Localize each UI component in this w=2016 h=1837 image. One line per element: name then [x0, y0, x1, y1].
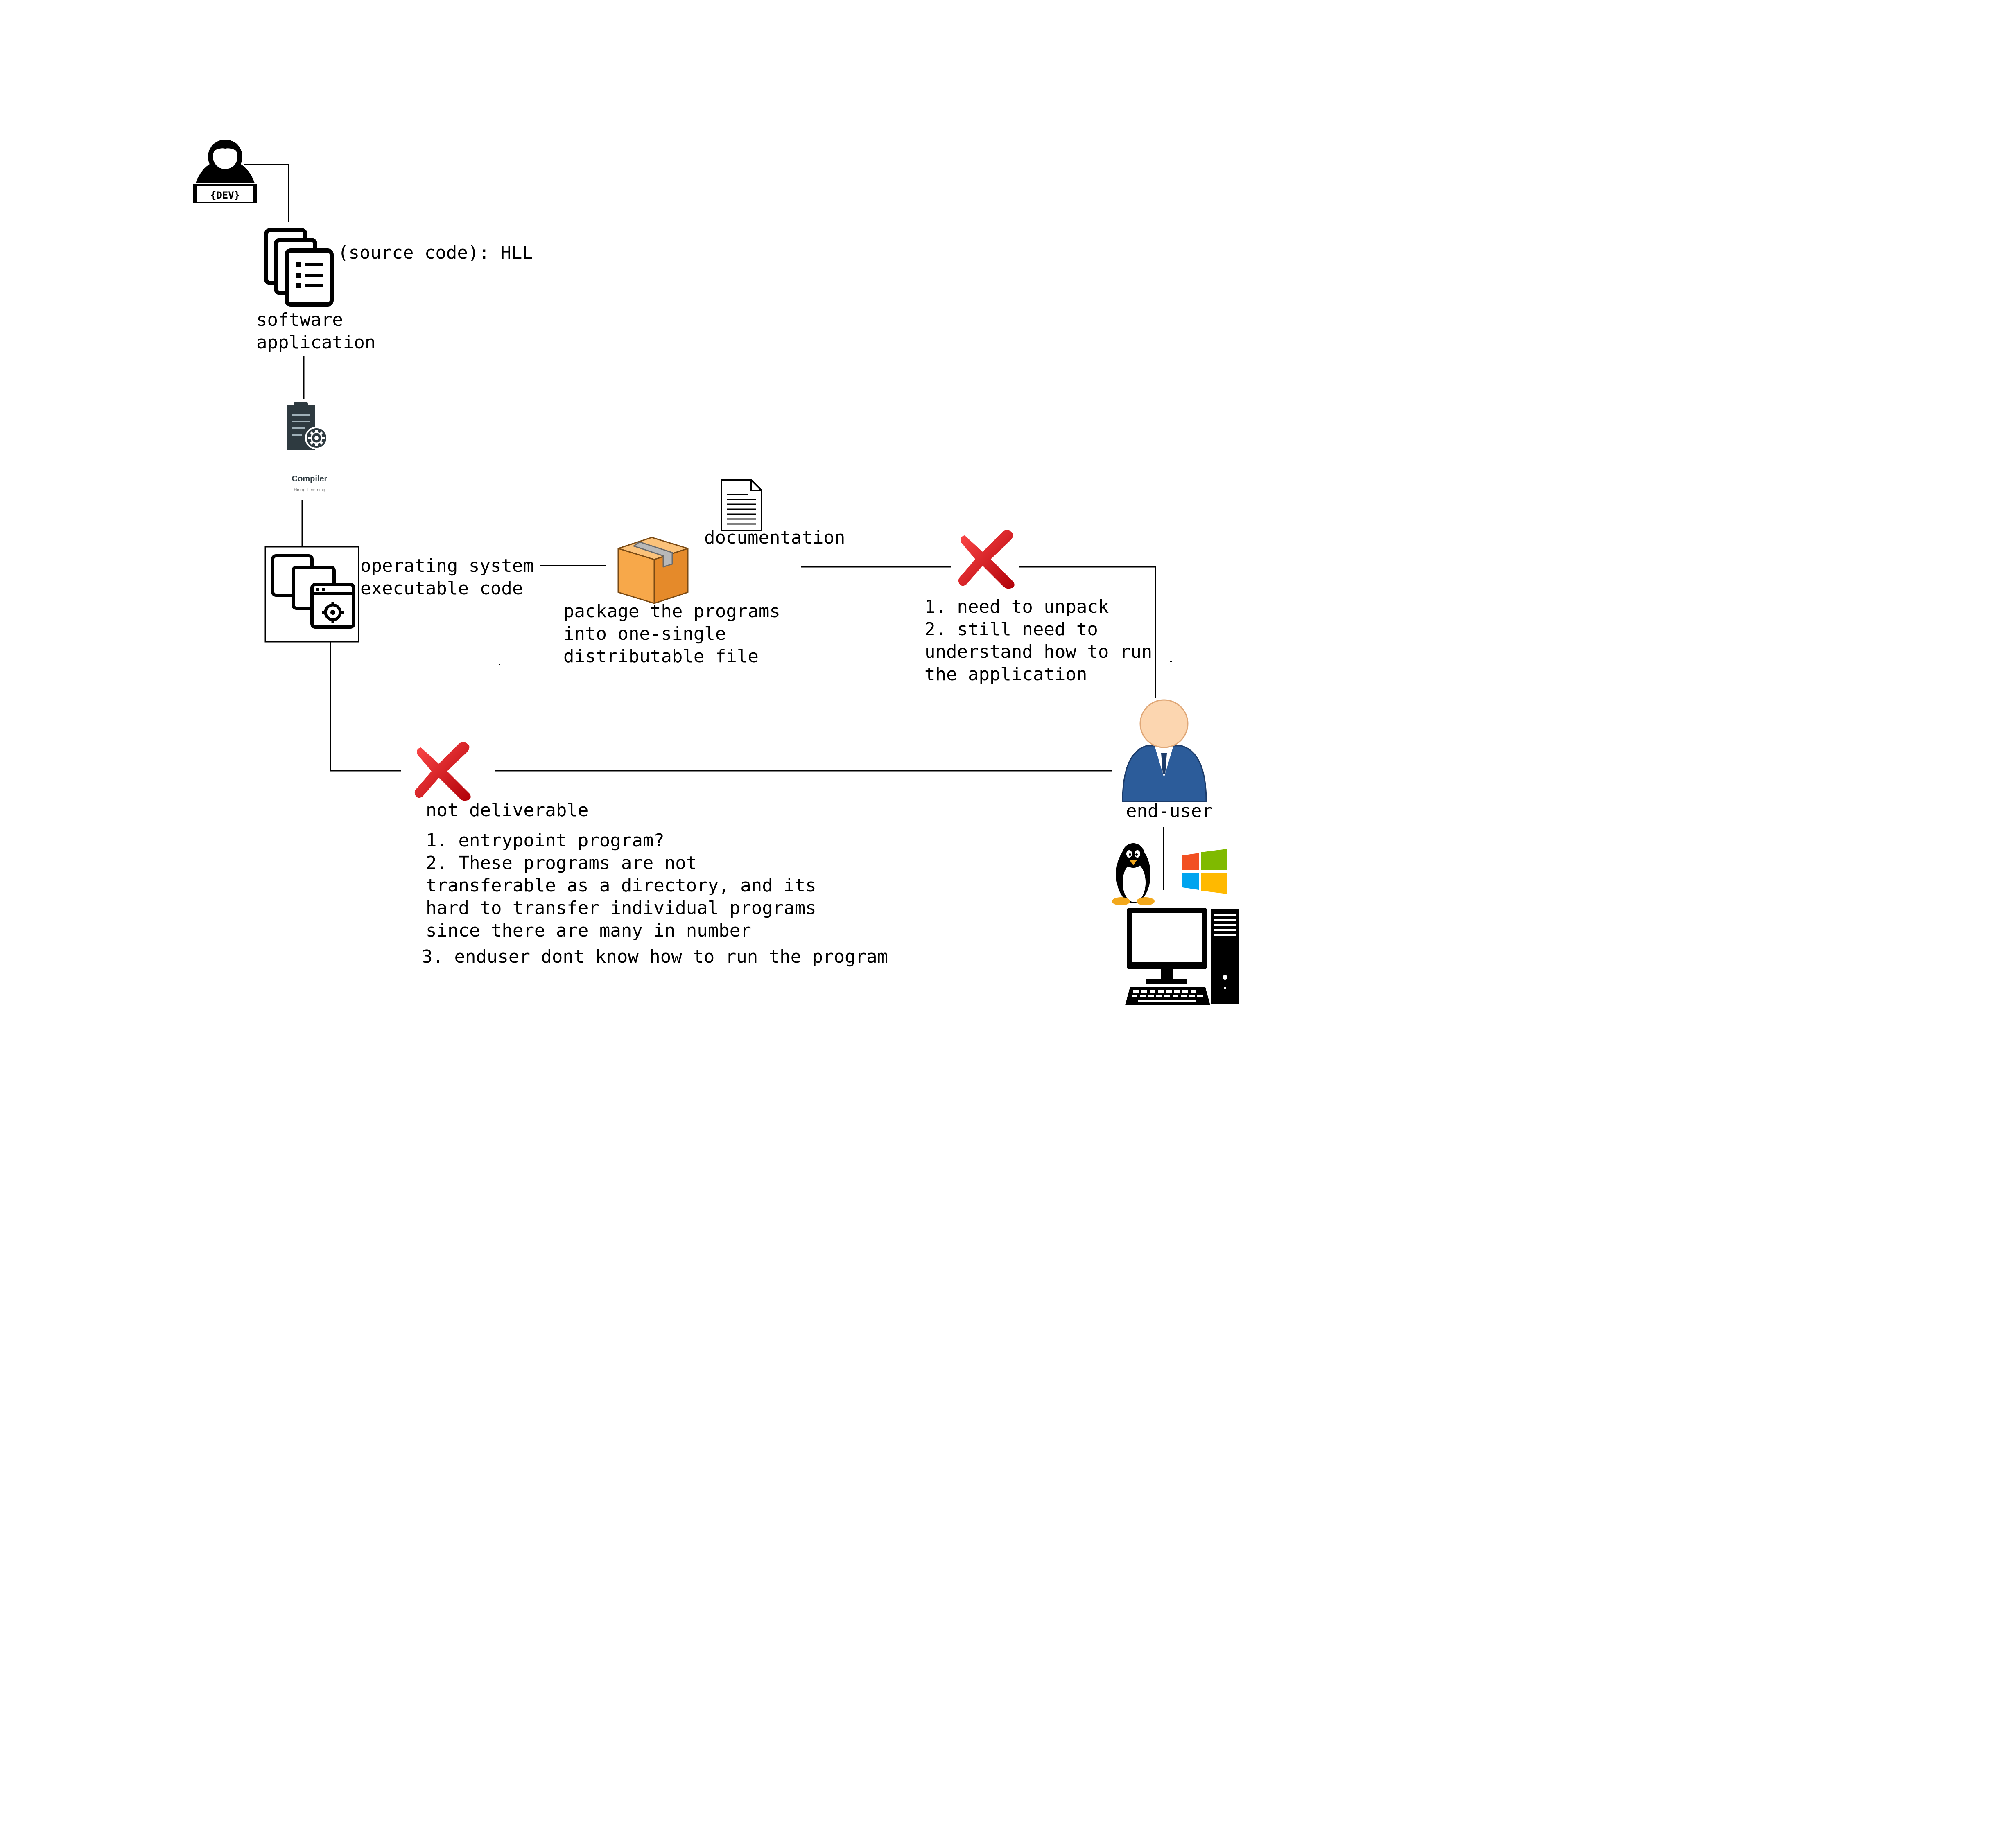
dev-badge-text: {DEV}	[210, 190, 240, 201]
direct-problem-line6: 3. enduser dont know how to run the prog…	[422, 946, 888, 967]
desktop-computer-icon	[1125, 908, 1239, 1005]
exe-label-line1: operating system	[360, 555, 534, 576]
direct-problem-line5: since there are many in number	[426, 920, 751, 941]
linux-tux-icon	[1112, 843, 1155, 905]
windows-logo-icon	[1182, 849, 1227, 894]
red-cross-icon	[958, 530, 1015, 589]
business-user-icon	[1122, 699, 1207, 802]
exe-label-line2: executable code	[360, 578, 523, 599]
end-user-label: end-user	[1126, 801, 1213, 821]
developer-icon: {DEV}	[193, 140, 257, 203]
compiler-title: Compiler	[292, 474, 328, 483]
direct-problem-line1: 1. entrypoint program?	[426, 830, 664, 851]
stray-dot	[1170, 661, 1172, 662]
software-label-line1: software	[256, 309, 343, 330]
source-code-note: (source code): HLL	[338, 242, 533, 263]
direct-problem-line3: transferable as a directory, and its	[426, 875, 816, 896]
direct-problem-line4: hard to transfer individual programs	[426, 898, 816, 918]
compiler-icon	[287, 402, 328, 450]
connector-exe-down	[330, 642, 401, 772]
stray-dot	[499, 664, 500, 665]
compiler-subtitle: Hiring Lemming	[294, 487, 325, 492]
connector-cross-to-user	[1019, 566, 1156, 698]
connector-dev-to-source	[244, 164, 289, 222]
package-problem-line4: the application	[924, 664, 1087, 685]
document-icon	[721, 479, 762, 531]
package-label-line3: distributable file	[563, 646, 759, 667]
documents-icon	[264, 228, 334, 307]
connector-lines	[244, 164, 1164, 890]
package-label-line1: package the programs	[563, 601, 780, 622]
software-label-line2: application	[256, 332, 376, 353]
package-label-line2: into one-single	[563, 623, 726, 644]
package-box-icon	[617, 537, 689, 604]
executable-settings-icon	[264, 546, 359, 643]
red-cross-icon	[414, 742, 471, 801]
direct-problem-line2: 2. These programs are not	[426, 853, 697, 873]
package-problem-line3: understand how to run	[924, 641, 1153, 662]
package-problem-line1: 1. need to unpack	[924, 596, 1109, 617]
package-problem-line2: 2. still need to	[924, 619, 1098, 640]
documentation-label: documentation	[704, 527, 845, 548]
not-deliverable-title: not deliverable	[426, 800, 589, 821]
